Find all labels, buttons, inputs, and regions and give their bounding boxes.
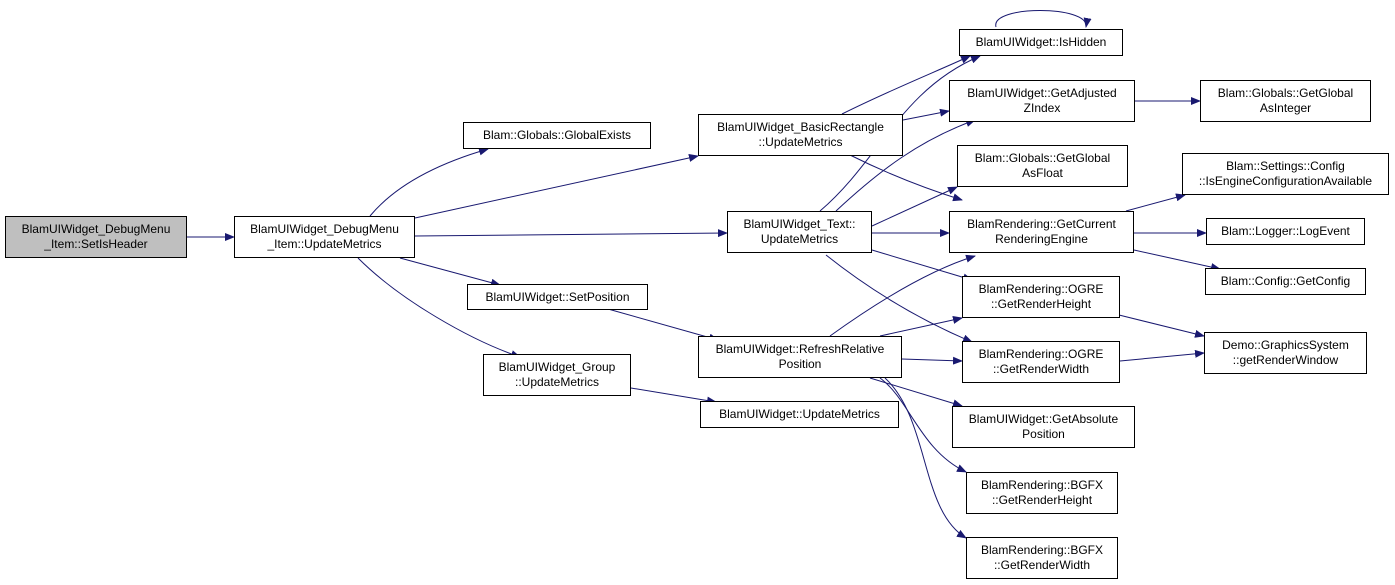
edge-basicrect-adjusted bbox=[902, 108, 950, 121]
node-get-render-window[interactable]: Demo::GraphicsSystem ::getRenderWindow bbox=[1204, 332, 1367, 374]
node-label-line: _Item::UpdateMetrics bbox=[267, 237, 382, 251]
edge-refresh-bgfxheight bbox=[879, 377, 967, 473]
node-engine-config-available[interactable]: Blam::Settings::Config ::IsEngineConfigu… bbox=[1182, 153, 1389, 195]
node-ogre-render-height[interactable]: BlamRendering::OGRE ::GetRenderHeight bbox=[962, 276, 1120, 318]
node-label-line: Demo::GraphicsSystem bbox=[1222, 338, 1349, 352]
edge-group-widgetupdate bbox=[630, 387, 717, 405]
node-set-is-header: BlamUIWidget_DebugMenu _Item::SetIsHeade… bbox=[5, 216, 187, 258]
node-get-adjusted-zindex[interactable]: BlamUIWidget::GetAdjusted ZIndex bbox=[949, 80, 1135, 122]
node-label-line: BlamUIWidget_Text:: bbox=[743, 217, 856, 231]
edge-basicrect-ishidden bbox=[841, 55, 971, 115]
node-label-line: Blam::Settings::Config bbox=[1226, 159, 1345, 173]
node-label-line: BlamUIWidget_BasicRectangle bbox=[717, 120, 884, 134]
node-label-line: BlamUIWidget::SetPosition bbox=[485, 289, 630, 304]
node-text-update-metrics[interactable]: BlamUIWidget_Text:: UpdateMetrics bbox=[727, 211, 872, 253]
edge-text-adjusted bbox=[835, 119, 976, 212]
node-label-line: ::GetRenderWidth bbox=[992, 362, 1090, 376]
node-label-line: BlamRendering::BGFX bbox=[980, 543, 1104, 557]
node-log-event[interactable]: Blam::Logger::LogEvent bbox=[1206, 218, 1365, 245]
node-get-absolute-position[interactable]: BlamUIWidget::GetAbsolute Position bbox=[952, 406, 1135, 448]
node-label-line: AsFloat bbox=[1022, 166, 1063, 180]
node-label-line: ::getRenderWindow bbox=[1232, 353, 1339, 367]
node-bgfx-render-width[interactable]: BlamRendering::BGFX ::GetRenderWidth bbox=[966, 537, 1118, 579]
node-label-line: ZIndex bbox=[1023, 101, 1061, 115]
node-debug-update-metrics[interactable]: BlamUIWidget_DebugMenu _Item::UpdateMetr… bbox=[234, 216, 415, 258]
node-bgfx-render-height[interactable]: BlamRendering::BGFX ::GetRenderHeight bbox=[966, 472, 1118, 514]
node-widget-update-metrics[interactable]: BlamUIWidget::UpdateMetrics bbox=[700, 401, 899, 428]
node-label-line: ::UpdateMetrics bbox=[514, 375, 600, 389]
node-label-line: BlamRendering::BGFX bbox=[980, 478, 1104, 492]
node-get-current-engine[interactable]: BlamRendering::GetCurrent RenderingEngin… bbox=[949, 211, 1134, 253]
node-label-line: ::GetRenderHeight bbox=[991, 493, 1093, 507]
node-label-line: RenderingEngine bbox=[995, 232, 1088, 246]
node-label-line: BlamRendering::OGRE bbox=[978, 282, 1104, 296]
node-group-update-metrics[interactable]: BlamUIWidget_Group ::UpdateMetrics bbox=[483, 354, 631, 396]
node-set-position[interactable]: BlamUIWidget::SetPosition bbox=[467, 284, 648, 310]
node-is-hidden[interactable]: BlamUIWidget::IsHidden bbox=[959, 29, 1123, 56]
edge-debugupdate-text bbox=[414, 229, 728, 238]
edge-setposition-refresh bbox=[607, 308, 719, 342]
node-label-line: Position bbox=[1022, 427, 1065, 441]
node-label-line: Blam::Logger::LogEvent bbox=[1221, 224, 1350, 238]
node-label-line: Blam::Globals::GetGlobal bbox=[974, 151, 1111, 165]
node-label-line: BlamRendering::GetCurrent bbox=[967, 217, 1116, 231]
edge-debugupdate-group bbox=[357, 257, 521, 358]
node-get-global-as-integer[interactable]: Blam::Globals::GetGlobal AsInteger bbox=[1200, 80, 1371, 122]
node-label-line: Blam::Globals::GlobalExists bbox=[482, 128, 632, 142]
edge-basicrect-currentengine bbox=[849, 154, 963, 202]
edge-currentengine-getconfig bbox=[1133, 249, 1221, 271]
node-label-line: BlamUIWidget_Group bbox=[498, 360, 616, 374]
node-label-line: Blam::Config::GetConfig bbox=[1220, 274, 1351, 288]
node-label-line: BlamUIWidget::GetAdjusted bbox=[967, 86, 1117, 100]
node-label-line: BlamUIWidget::GetAbsolute bbox=[968, 412, 1119, 426]
node-label-line: ::GetRenderWidth bbox=[993, 558, 1091, 572]
edge-text-ogrewidth bbox=[825, 254, 973, 343]
edge-text-asfloat bbox=[871, 186, 958, 227]
edge-ishidden-self bbox=[995, 10, 1092, 28]
edge-ogreheight-renderwindow bbox=[1118, 314, 1205, 338]
node-label-line: BlamUIWidget_DebugMenu bbox=[250, 222, 399, 236]
node-label-line: BlamUIWidget::UpdateMetrics bbox=[719, 407, 880, 421]
node-label-line: Blam::Globals::GetGlobal bbox=[1217, 86, 1354, 100]
edge-currentengine-configavailable bbox=[1125, 193, 1186, 212]
node-global-exists[interactable]: Blam::Globals::GlobalExists bbox=[463, 122, 651, 149]
node-ogre-render-width[interactable]: BlamRendering::OGRE ::GetRenderWidth bbox=[962, 341, 1120, 383]
node-label-line: ::GetRenderHeight bbox=[990, 297, 1092, 311]
node-refresh-relative[interactable]: BlamUIWidget::RefreshRelative Position bbox=[698, 336, 902, 378]
node-label-line: Position bbox=[778, 357, 822, 371]
node-basic-rect-update[interactable]: BlamUIWidget_BasicRectangle ::UpdateMetr… bbox=[698, 114, 903, 156]
node-label-line: _Item::SetIsHeader bbox=[44, 237, 148, 251]
node-label-line: BlamUIWidget::RefreshRelative bbox=[715, 342, 885, 356]
edge-refresh-ogreheight bbox=[879, 316, 963, 337]
node-get-config[interactable]: Blam::Config::GetConfig bbox=[1205, 268, 1366, 295]
node-label-line: ::IsEngineConfigurationAvailable bbox=[1198, 174, 1373, 188]
node-label-line: BlamUIWidget_DebugMenu bbox=[21, 222, 171, 236]
node-label-line: BlamUIWidget::IsHidden bbox=[975, 35, 1107, 49]
edge-ogrewidth-renderwindow bbox=[1119, 349, 1205, 362]
node-label-line: AsInteger bbox=[1259, 101, 1312, 115]
edge-debugupdate-basicrect bbox=[414, 154, 699, 219]
edge-refresh-ogrewidth bbox=[901, 356, 963, 365]
node-label-line: UpdateMetrics bbox=[760, 232, 839, 246]
node-label-line: BlamRendering::OGRE bbox=[978, 347, 1104, 361]
edge-debugupdate-globalexists bbox=[369, 147, 489, 217]
edge-refresh-bgfxwidth bbox=[884, 377, 967, 539]
edge-text-ogreheight bbox=[871, 249, 973, 282]
node-get-global-as-float[interactable]: Blam::Globals::GetGlobal AsFloat bbox=[957, 145, 1128, 187]
node-label-line: ::UpdateMetrics bbox=[758, 135, 843, 149]
edge-debugupdate-setposition bbox=[399, 257, 501, 287]
edge-refresh-currentengine bbox=[829, 254, 976, 337]
